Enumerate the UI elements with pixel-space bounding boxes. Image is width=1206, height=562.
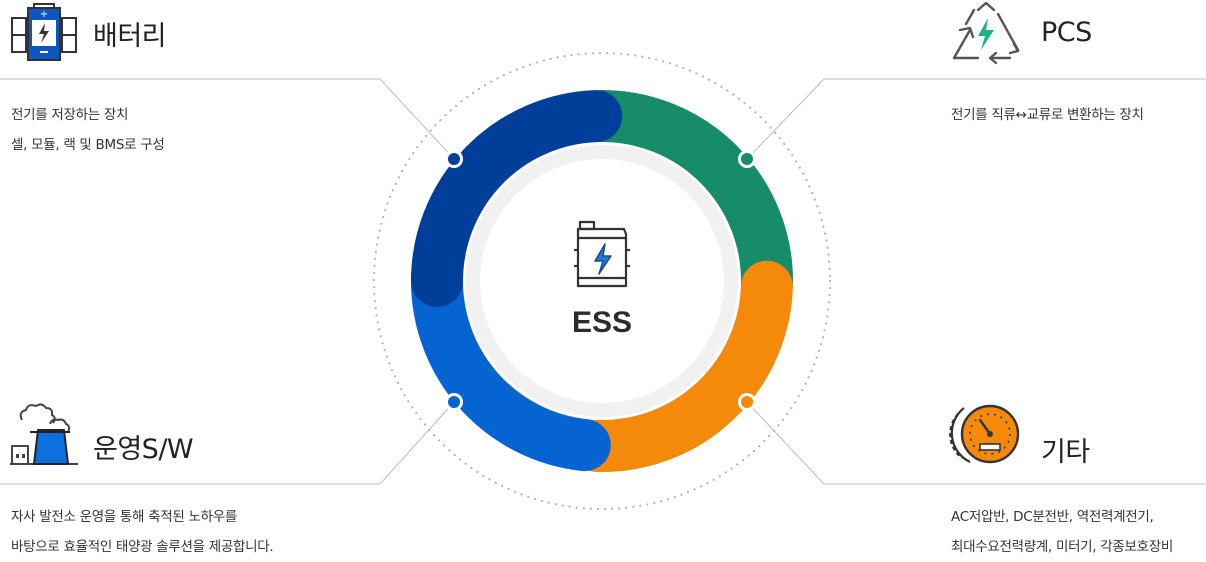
- battery-desc-1: 전기를 저장하는 장치: [11, 107, 129, 123]
- pcs-desc-1: 전기를 직류↔교류로 변환하는 장치: [951, 107, 1144, 123]
- inner-disc: [480, 159, 724, 403]
- ring-segment-pcs: [576, 90, 793, 307]
- other-connector: [746, 401, 825, 485]
- center-label: ESS: [571, 306, 633, 339]
- other-title: 기타: [1041, 437, 1090, 468]
- ring-segment-sw: [411, 249, 611, 472]
- power-plant-icon: [10, 403, 78, 465]
- ring-segment-battery: [411, 90, 623, 307]
- dot-pcs: [738, 150, 756, 168]
- sw-desc-2: 바탕으로 효율적인 태양광 솔루션을 제공합니다.: [11, 539, 274, 555]
- svg-text:+: +: [40, 9, 48, 20]
- ring-segment-other: [570, 260, 793, 472]
- outer-dotted-circle: [372, 51, 832, 511]
- pcs-title: PCS: [1041, 17, 1092, 48]
- pcs-connector: [746, 78, 825, 160]
- fuel-bolt-icon: [574, 220, 630, 288]
- battery-icon: +: [11, 3, 77, 61]
- sw-desc-1: 자사 발전소 운영을 통해 축적된 노하우를: [11, 509, 237, 525]
- battery-desc-2: 셀, 모듈, 랙 및 BMS로 구성: [11, 137, 165, 153]
- dot-sw: [445, 393, 463, 411]
- sw-title: 운영S/W: [93, 434, 194, 465]
- ring: [411, 90, 793, 472]
- battery-title: 배터리: [93, 21, 167, 52]
- dot-battery: [445, 150, 463, 168]
- dot-other: [738, 393, 756, 411]
- battery-connector: [379, 78, 455, 160]
- sw-connector: [379, 401, 455, 485]
- recycle-bolt-icon: [952, 1, 1020, 65]
- gauge-icon: [949, 404, 1020, 464]
- other-desc-1: AC저압반, DC분전반, 역전력계전기,: [951, 509, 1154, 525]
- other-desc-2: 최대수요전력량계, 미터기, 각종보호장비: [951, 539, 1174, 555]
